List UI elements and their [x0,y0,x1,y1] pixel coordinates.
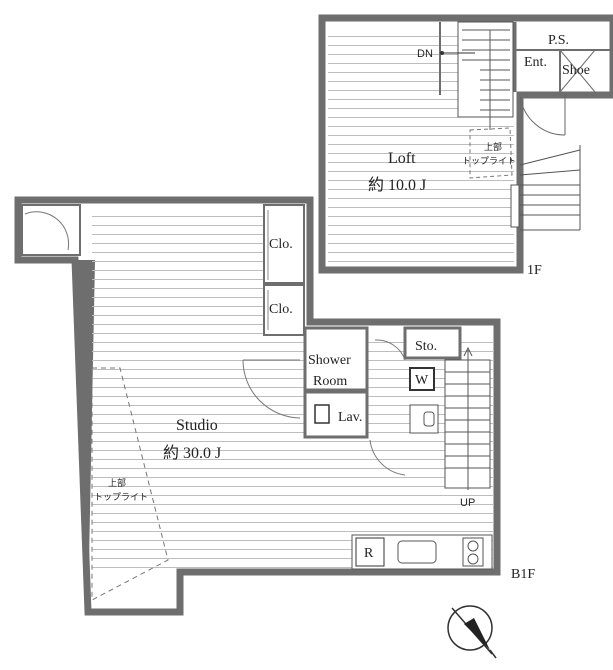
lavatory-label: Lav. [338,410,362,425]
up-label: UP [460,497,475,509]
washer-label: W [415,373,429,388]
upper-floor-plan: DN Ent. P.S. Shoe 上部 トップライト Loft 約 10.0 … [318,14,613,278]
loft-floor [328,30,458,264]
studio-skylight-label-2: トップライト [94,492,148,502]
studio-skylight-label-1: 上部 [108,477,126,488]
lower-floor-plan: Clo. Clo. Shower Room Sto. W Lav. UP R 上… [14,196,535,616]
closet-2-label: Clo. [269,302,293,317]
shower-label-2: Room [313,374,347,389]
fridge-label: R [364,546,374,561]
studio-floor [92,208,264,568]
studio-skylight [91,367,169,601]
upper-floor-label: 1F [527,263,542,278]
fridge [355,537,385,567]
closet-1-label: Clo. [269,237,293,252]
shower-room [303,326,369,392]
loft-skylight-label-2: トップライト [462,156,516,166]
washer [409,367,435,391]
loft-room-area: 約 10.0 J [368,176,426,194]
loft-stairs [457,21,514,130]
shower-label-1: Shower [308,353,351,368]
lower-floor-label: B1F [511,567,535,582]
closets [263,204,305,336]
storage-label: Sto. [415,339,437,354]
loft-skylight [469,127,513,179]
exterior-stairs [519,145,581,231]
shoe-label: Shoe [562,63,590,78]
studio-stairs [444,346,491,490]
studio-room-name: Studio [176,417,218,434]
loft-room-name: Loft [388,150,416,167]
studio-room-area: 約 30.0 J [163,444,221,462]
loft-skylight-label-1: 上部 [484,141,502,152]
dn-label: DN [417,48,433,60]
ps-label: P.S. [548,33,569,48]
north-arrow-icon [447,605,497,659]
storage [403,326,462,360]
ent-label: Ent. [524,55,547,70]
